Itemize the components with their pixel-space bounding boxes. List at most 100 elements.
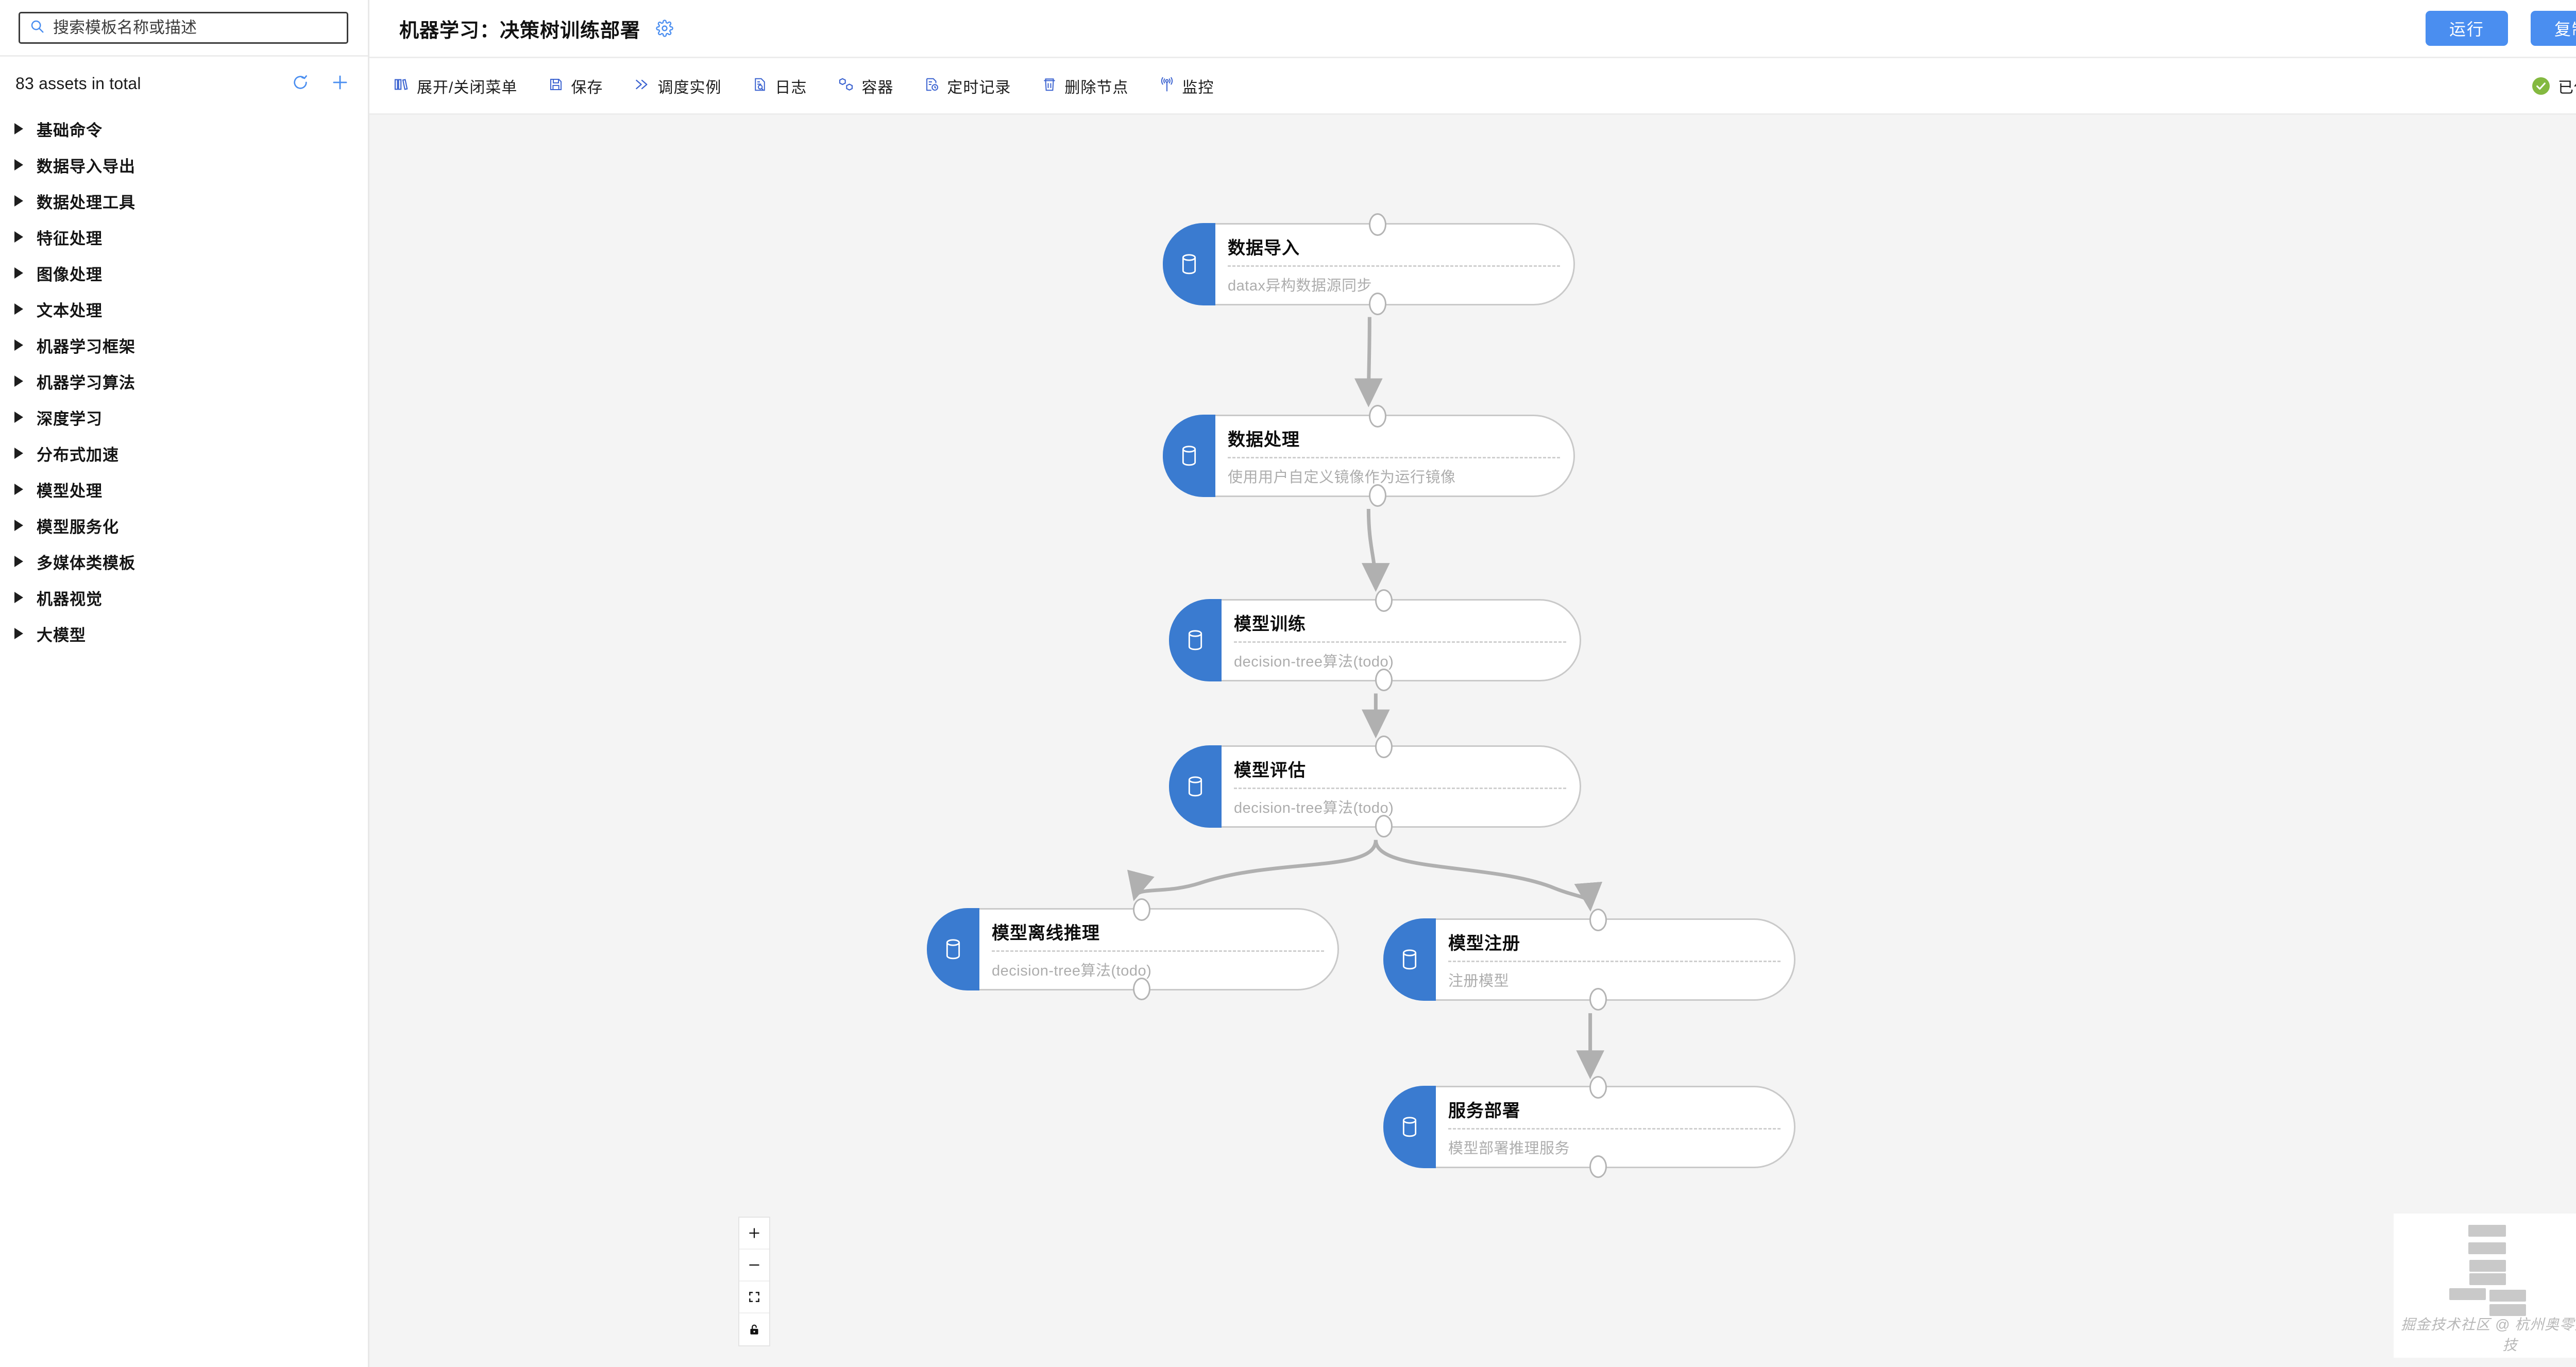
toolbar-label: 保存 (571, 79, 603, 96)
node-body: 模型训练 decision-tree算法(todo) (1222, 601, 1580, 680)
node-port-in[interactable] (1589, 909, 1607, 931)
fast-forward-icon (634, 76, 650, 95)
node-divider (1234, 641, 1566, 643)
node-port-out[interactable] (1369, 293, 1386, 315)
sidebar-item-label: 数据处理工具 (37, 193, 135, 212)
node-port-in[interactable] (1375, 736, 1393, 758)
sidebar-item-data-processing-tools[interactable]: 数据处理工具 (0, 183, 368, 219)
toolbar-label: 删除节点 (1064, 79, 1129, 96)
sidebar-item-model-serving[interactable]: 模型服务化 (0, 507, 368, 543)
plus-icon[interactable] (331, 73, 349, 94)
sidebar-item-label: 特征处理 (37, 229, 103, 248)
top-bar-left: 机器学习：决策树训练部署 (399, 14, 673, 43)
copy-button[interactable]: 复制 (2531, 11, 2576, 46)
sidebar-item-data-import-export[interactable]: 数据导入导出 (0, 147, 368, 183)
minimap-node (2468, 1242, 2506, 1254)
sidebar-item-basic-commands[interactable]: 基础命令 (0, 111, 368, 147)
sidebar-item-distributed-acceleration[interactable]: 分布式加速 (0, 435, 368, 471)
sidebar-item-multimedia-templates[interactable]: 多媒体类模板 (0, 543, 368, 579)
node-divider (1448, 960, 1781, 962)
toolbar-containers[interactable]: 容器 (838, 75, 893, 97)
node-title: 服务部署 (1448, 1101, 1520, 1121)
gear-icon[interactable] (656, 20, 673, 37)
zoom-in-icon[interactable] (739, 1218, 769, 1250)
node-subtitle: 使用用户自定义镜像作为运行镜像 (1228, 469, 1456, 486)
sidebar-item-model-processing[interactable]: 模型处理 (0, 471, 368, 507)
node-divider (1228, 265, 1560, 267)
node-divider (1228, 456, 1560, 458)
node-port-out[interactable] (1589, 988, 1607, 1011)
node-subtitle: datax异构数据源同步 (1228, 277, 1372, 294)
zoom-out-icon[interactable] (739, 1250, 769, 1281)
save-icon (548, 77, 564, 95)
lock-icon[interactable] (739, 1313, 769, 1345)
zoom-controls (738, 1217, 770, 1346)
node-title: 模型评估 (1234, 760, 1306, 780)
toolbar-schedule-instances[interactable]: 调度实例 (634, 75, 721, 97)
sidebar-item-deep-learning[interactable]: 深度学习 (0, 399, 368, 435)
fit-view-icon[interactable] (739, 1281, 769, 1313)
node-title: 模型训练 (1234, 614, 1306, 634)
sidebar-item-large-models[interactable]: 大模型 (0, 616, 368, 652)
minimap-node (2468, 1225, 2506, 1237)
node-port-in[interactable] (1369, 213, 1386, 236)
node-port-out[interactable] (1589, 1155, 1607, 1178)
container-icon (838, 76, 854, 95)
chevron-right-icon (14, 484, 23, 495)
chevron-right-icon (14, 520, 23, 531)
toolbar-monitoring[interactable]: 监控 (1159, 75, 1214, 97)
toolbar-delete-node[interactable]: 删除节点 (1042, 75, 1128, 97)
workflow-node[interactable]: 服务部署 模型部署推理服务 (1383, 1076, 1795, 1178)
sidebar-item-machine-vision[interactable]: 机器视觉 (0, 579, 368, 616)
workflow-node[interactable]: 模型离线推理 decision-tree算法(todo) (927, 898, 1339, 1000)
workflow-node[interactable]: 模型注册 注册模型 (1383, 909, 1795, 1011)
minimap-node (2469, 1260, 2506, 1272)
workflow-node[interactable]: 数据导入 datax异构数据源同步 (1163, 213, 1575, 315)
sidebar-item-image-processing[interactable]: 图像处理 (0, 255, 368, 291)
sidebar-item-text-processing[interactable]: 文本处理 (0, 291, 368, 327)
node-port-out[interactable] (1375, 669, 1393, 691)
refresh-icon[interactable] (292, 74, 309, 94)
minimap-watermark: 掘金技术社区 @ 杭州奥零数据科技 (2401, 1317, 2576, 1353)
top-bar: 机器学习：决策树训练部署 运行 复制 (369, 0, 2576, 58)
workflow-node[interactable]: 模型评估 decision-tree算法(todo) (1169, 736, 1581, 838)
check-circle-icon (2532, 77, 2550, 95)
sidebar-item-ml-frameworks[interactable]: 机器学习框架 (0, 327, 368, 363)
search-box[interactable] (19, 11, 348, 44)
search-icon (29, 19, 45, 37)
run-button[interactable]: 运行 (2426, 11, 2508, 46)
chevron-right-icon (14, 159, 23, 170)
node-subtitle: decision-tree算法(todo) (1234, 653, 1394, 670)
workflow-canvas[interactable]: 数据导入 datax异构数据源同步 数据处理 使 (369, 115, 2576, 1367)
node-port-in[interactable] (1589, 1076, 1607, 1099)
toolbar-save[interactable]: 保存 (548, 75, 603, 97)
template-category-tree: 基础命令 数据导入导出 数据处理工具 特征处理 图像处理 文本处理 (0, 111, 368, 652)
toolbar-scheduled-records[interactable]: 定时记录 (924, 75, 1011, 97)
minimap-node (2469, 1273, 2506, 1285)
minimap-node (2489, 1304, 2526, 1316)
node-port-out[interactable] (1133, 978, 1150, 1000)
toolbar-toggle-menu[interactable]: 展开/关闭菜单 (393, 75, 517, 97)
node-port-out[interactable] (1375, 815, 1393, 838)
node-title: 模型离线推理 (992, 923, 1100, 943)
chevron-right-icon (14, 556, 23, 567)
sidebar-item-ml-algorithms[interactable]: 机器学习算法 (0, 363, 368, 399)
status-badge: 已保存 (2532, 75, 2576, 97)
sidebar-item-label: 机器视觉 (37, 590, 103, 608)
assets-summary-row: 83 assets in total (0, 57, 368, 111)
workflow-node[interactable]: 模型训练 decision-tree算法(todo) (1169, 589, 1581, 691)
node-port-out[interactable] (1369, 484, 1386, 507)
workflow-node[interactable]: 数据处理 使用用户自定义镜像作为运行镜像 (1163, 405, 1575, 507)
canvas-minimap[interactable]: 掘金技术社区 @ 杭州奥零数据科技 (2394, 1214, 2576, 1358)
node-port-in[interactable] (1133, 898, 1150, 921)
toolbar-logs[interactable]: 日志 (752, 75, 807, 97)
search-input[interactable] (53, 18, 337, 37)
sidebar-item-feature-processing[interactable]: 特征处理 (0, 219, 368, 255)
node-title: 数据处理 (1228, 430, 1300, 450)
toolbar-label: 日志 (775, 79, 807, 96)
node-port-in[interactable] (1375, 589, 1393, 612)
sidebar-item-label: 数据导入导出 (37, 157, 135, 176)
node-title: 数据导入 (1228, 238, 1300, 258)
node-port-in[interactable] (1369, 405, 1386, 428)
